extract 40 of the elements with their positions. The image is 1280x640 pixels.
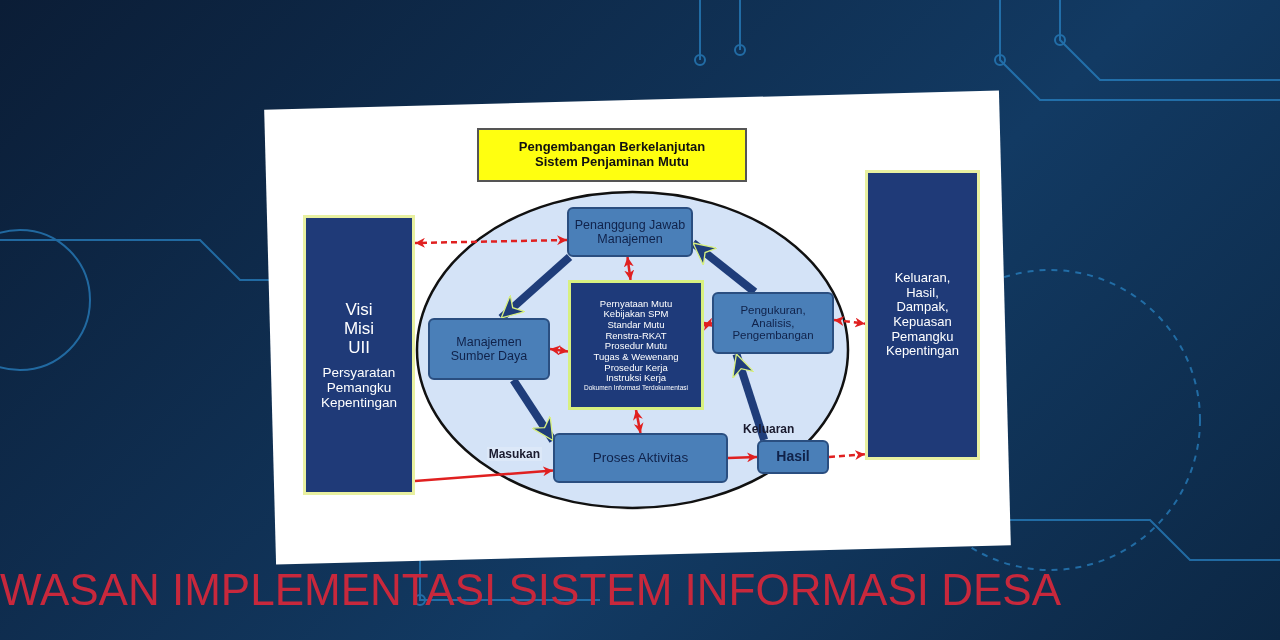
list-item-text: Tugas & Wewenang [593,352,679,363]
arrow [414,466,554,483]
box-label: Pengukuran, Analisis, Pengembangan [732,303,814,343]
list-item-text: Persyaratan Pemangku Kepentingan [321,364,397,411]
title-banner [477,128,747,182]
process-box [553,433,728,483]
banner-text: WASAN IMPLEMENTASI SISTEM INFORMASI DESA [0,565,1062,615]
outcome-box [865,170,980,460]
ellipse-shape [415,190,850,510]
edge-label: Masukan [486,447,543,462]
list-item-text: Prosedur Mutu [604,341,668,352]
block-arrow [732,352,768,442]
process-box [757,440,829,474]
list-item-text: Pernyataan Mutu [599,298,673,310]
box-label: Penanggung Jawab Manajemen [573,218,687,246]
list-item-text: Prosedur Kerja [604,362,668,374]
box-label: Manajemen Sumber Daya [449,335,529,363]
arrow [549,345,569,356]
block-arrow [510,377,557,443]
process-box [712,292,834,354]
box-label: Pengembangan Berkelanjutan Sistem Penjaminan Mutu [517,140,707,170]
arrow [633,409,644,434]
box-label: Proses Aktivitas [592,450,689,466]
box-label: Hasil [776,449,810,465]
block-arrow [498,254,573,321]
process-box [567,207,693,257]
list-item-text: Renstra-RKAT [605,330,667,342]
list-item-text: Kebijakan SPM [603,309,669,321]
list-item-text: Instruksi Kerja [605,373,667,384]
list-item-text: Standar Mutu [607,320,665,331]
process-box [428,318,550,380]
box-label: Keluaran, Hasil, Dampak, Kepuasan Pemangku Kepentingan [886,271,959,359]
arrow [833,316,866,328]
vision-box [303,215,415,495]
list-item-text: Visi Misi UII [343,299,375,357]
arrow [623,256,635,281]
arrow [727,452,758,463]
arrow [828,450,866,460]
arrow [414,235,568,248]
document-box [568,280,704,410]
